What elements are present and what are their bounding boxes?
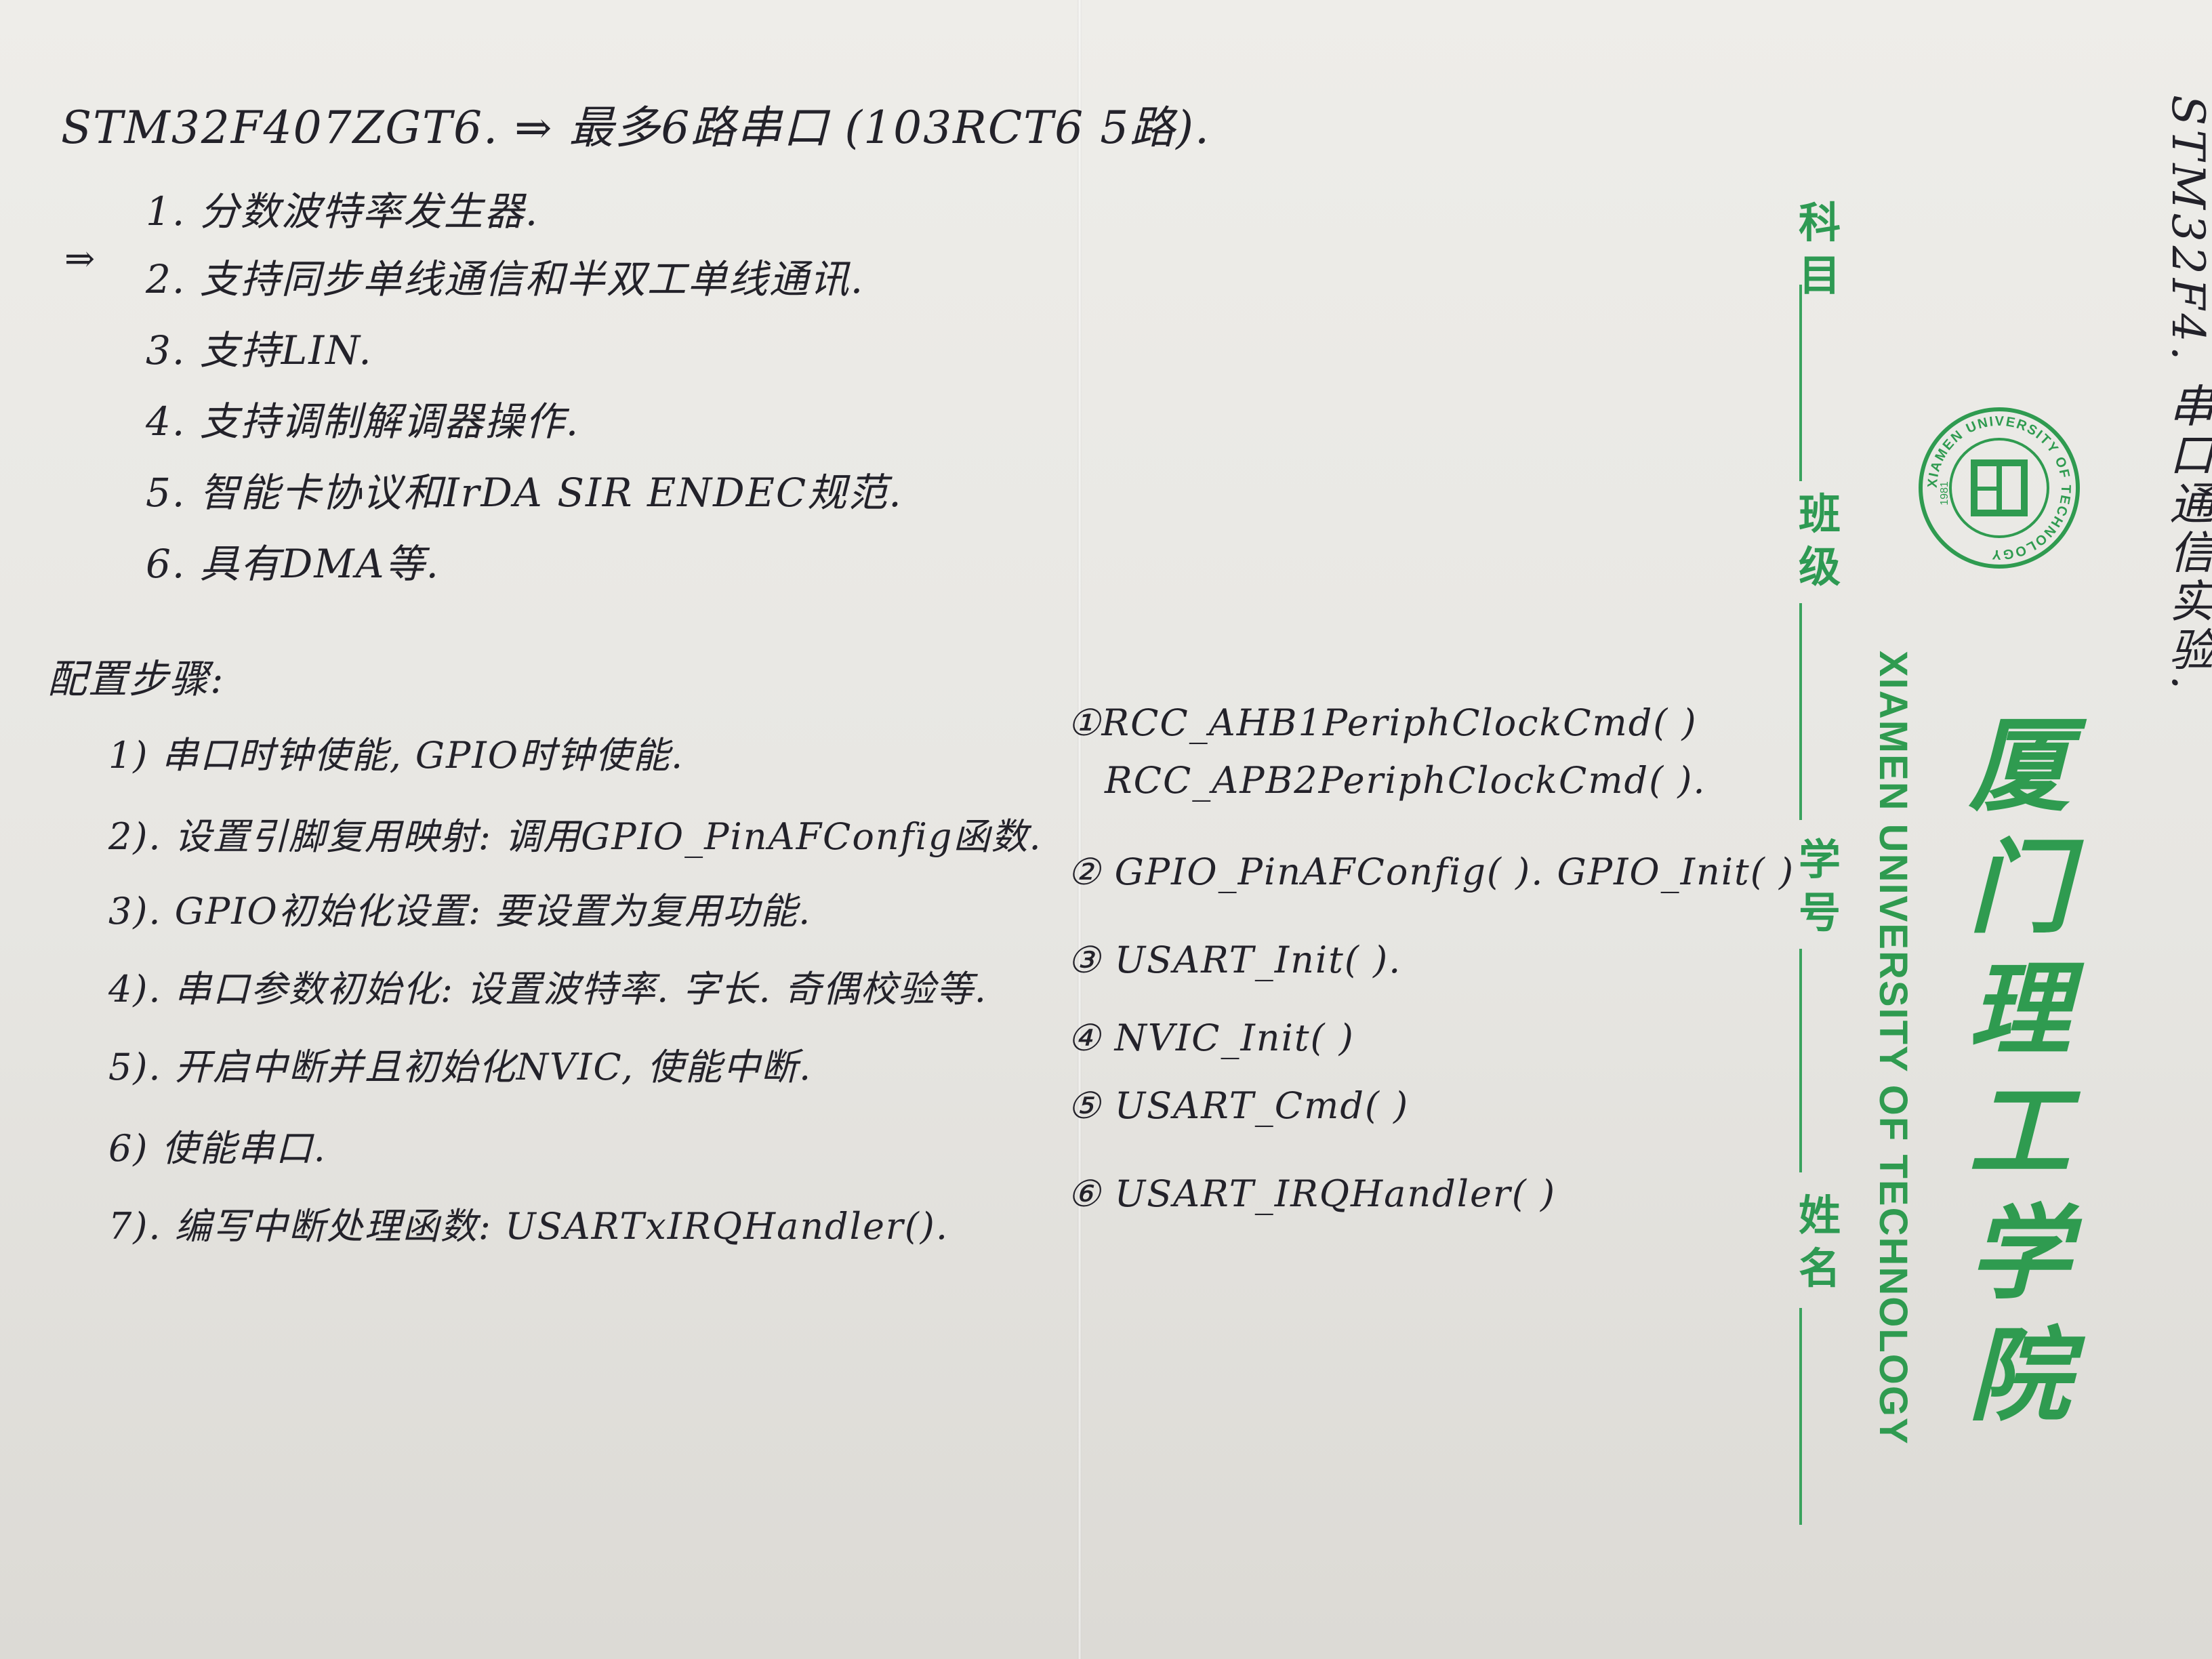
form-field-line: [1799, 1308, 1802, 1525]
feature-item: 4. 支持调制解调器操作.: [146, 398, 580, 445]
step-item: 5). 开启中断并且初始化NVIC, 使能中断.: [108, 1046, 813, 1088]
step-item: 1) 串口时钟使能, GPIO时钟使能.: [108, 734, 684, 777]
step-item: 2). 设置引脚复用映射: 调用GPIO_PinAFConfig函数.: [108, 815, 1042, 858]
step-item: 7). 编写中断处理函数: USARTxIRQHandler().: [108, 1205, 949, 1248]
steps-heading: 配置步骤:: [47, 656, 225, 702]
function-item: RCC_APB2PeriphClockCmd( ).: [1105, 759, 1706, 802]
step-item: 4). 串口参数初始化: 设置波特率. 字长. 奇偶校验等.: [108, 968, 987, 1010]
paper-fold: [1078, 0, 1082, 1659]
form-field-line: [1799, 949, 1802, 1172]
function-item: ①RCC_AHB1PeriphClockCmd( ): [1067, 701, 1698, 744]
form-field-line: [1799, 603, 1802, 820]
feature-item: 2. 支持同步单线通信和半双工单线通讯.: [146, 256, 865, 302]
feature-marker: ⇒: [64, 237, 97, 280]
form-field-label: 姓名: [1798, 1191, 1841, 1293]
form-field-label: 班级: [1798, 489, 1841, 592]
seal-year: 1981: [1939, 481, 1950, 506]
note-title: STM32F407ZGT6. ⇒ 最多6路串口 (103RCT6 5路).: [61, 102, 1210, 154]
step-item: 3). GPIO初始化设置: 要设置为复用功能.: [108, 890, 812, 933]
function-item: ④ NVIC_Init( ): [1067, 1017, 1355, 1059]
feature-item: 5. 智能卡协议和IrDA SIR ENDEC规范.: [146, 470, 903, 516]
feature-item: 6. 具有DMA等.: [146, 541, 440, 587]
function-item: ② GPIO_PinAFConfig( ). GPIO_Init( ): [1067, 851, 1795, 893]
school-name-en: XIAMEN UNIVERSITY OF TECHNOLOGY: [1871, 651, 1915, 1446]
form-field-label: 科目: [1798, 198, 1841, 300]
function-item: ⑤ USART_Cmd( ): [1067, 1084, 1410, 1127]
function-item: ⑥ USART_IRQHandler( ): [1067, 1172, 1557, 1215]
side-note: STM32F4. 串口通信实验.: [2162, 95, 2212, 694]
form-field-label: 学号: [1798, 835, 1841, 937]
feature-item: 3. 支持LIN.: [146, 327, 373, 373]
function-item: ③ USART_Init( ).: [1067, 939, 1402, 981]
step-item: 6) 使能串口.: [108, 1127, 327, 1170]
feature-item: 1. 分数波特率发生器.: [146, 188, 539, 234]
form-field-line: [1799, 285, 1802, 481]
university-seal-icon: XIAMEN UNIVERSITY OF TECHNOLOGY 1981: [1919, 407, 2080, 569]
school-name-cn: 厦门理工学院: [1968, 706, 2070, 1435]
